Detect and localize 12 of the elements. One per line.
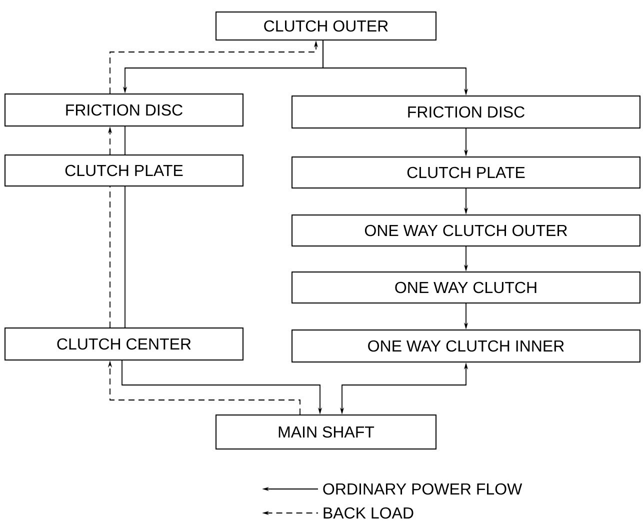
- process-box: CLUTCH CENTER: [4, 328, 244, 360]
- process-box: FRICTION DISC: [4, 94, 244, 126]
- legend-text: ORDINARY POWER FLOW: [323, 483, 522, 495]
- process-box: ONE WAY CLUTCH INNER: [292, 330, 640, 362]
- process-box: CLUTCH OUTER: [216, 12, 436, 40]
- process-box: ONE WAY CLUTCH OUTER: [292, 214, 640, 246]
- process-box: CLUTCH PLATE: [4, 154, 244, 186]
- process-box: MAIN SHAFT: [216, 414, 436, 450]
- process-box: CLUTCH PLATE: [292, 156, 640, 188]
- process-box: ONE WAY CLUTCH: [292, 272, 640, 304]
- legend-text: BACK LOAD: [324, 507, 414, 519]
- process-box: FRICTION DISC: [292, 96, 640, 128]
